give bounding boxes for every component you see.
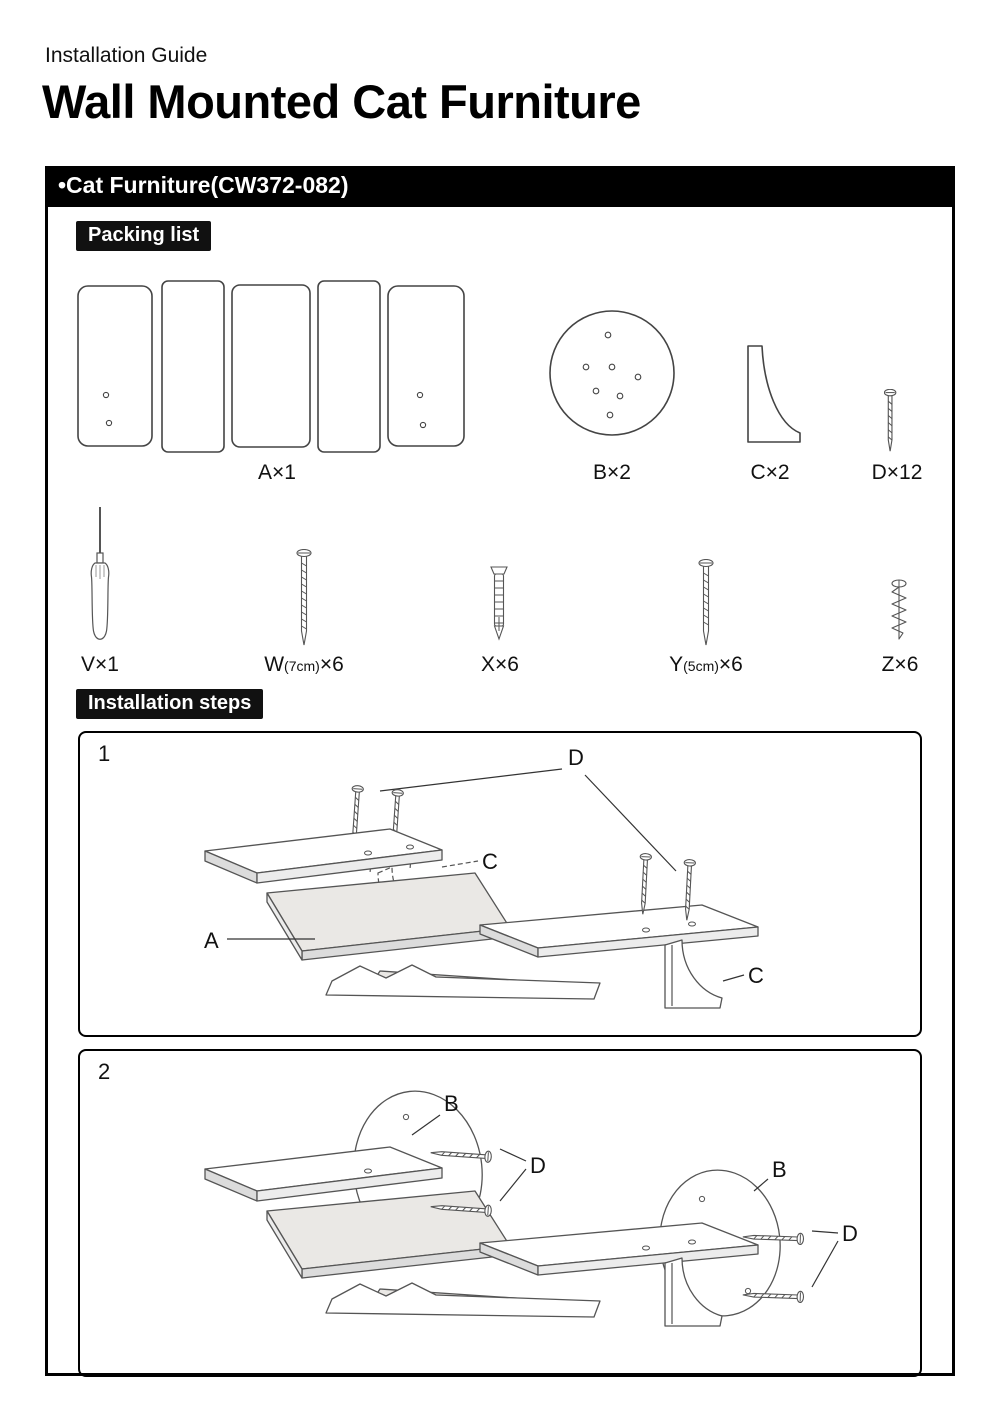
step2-label-b-right: B: [772, 1157, 787, 1182]
step-1-diagram: D C A C: [204, 745, 764, 1009]
part-label-y: Y(5cm)×6: [638, 653, 774, 677]
product-bar-text: •Cat Furniture(CW372-082): [58, 172, 349, 198]
installation-steps-label: Installation steps: [76, 689, 264, 719]
step2-label-d-right: D: [842, 1221, 858, 1246]
part-label-y-size: (5cm): [683, 658, 719, 674]
step-1-box: 1: [78, 731, 922, 1037]
part-label-z: Z×6: [881, 653, 919, 676]
part-label-w: W(7cm)×6: [236, 653, 372, 677]
part-label-a: A×1: [258, 461, 296, 484]
wall-anchor-icon: [490, 566, 508, 641]
step2-label-b-left: B: [444, 1091, 459, 1116]
part-label-c: C×2: [750, 461, 790, 484]
part-label-d: D×12: [871, 461, 923, 484]
step-1-number: 1: [98, 741, 111, 766]
corner-bracket-icon: [747, 345, 801, 443]
page-title: Wall Mounted Cat Furniture: [42, 75, 641, 128]
part-label-x: X×6: [481, 653, 519, 676]
panel-set-icon: [77, 280, 465, 453]
part-label-b: B×2: [593, 461, 631, 484]
step1-label-c-hidden: C: [482, 849, 498, 874]
screwdriver-icon: [90, 507, 110, 640]
screw-icon: [636, 852, 653, 916]
part-label-w-size: (7cm): [284, 658, 320, 674]
packing-list-label: Packing list: [76, 221, 212, 251]
screw-d-icon: [884, 389, 897, 452]
short-screw-icon: [891, 579, 907, 640]
content-box: Packing list A×1 B×2 C×2: [45, 204, 955, 1377]
part-label-w-letter: W: [264, 653, 285, 676]
doc-type-label: Installation Guide: [45, 44, 208, 67]
step-2-diagram: B D B D: [204, 1090, 858, 1327]
product-bar: •Cat Furniture(CW372-082): [45, 166, 955, 204]
step-2-box: 2: [78, 1049, 922, 1377]
part-label-y-qty: ×6: [718, 653, 743, 676]
step1-label-a: A: [204, 928, 219, 953]
wood-screw-icon: [698, 559, 714, 646]
step1-label-d: D: [568, 745, 584, 770]
part-label-v: V×1: [81, 653, 119, 676]
step2-label-d-left: D: [530, 1153, 546, 1178]
part-label-w-qty: ×6: [319, 653, 344, 676]
long-screw-icon: [296, 549, 312, 646]
step1-label-c-bracket: C: [748, 963, 764, 988]
part-label-y-letter: Y: [669, 653, 684, 676]
step-2-number: 2: [98, 1059, 111, 1084]
round-platform-icon: [549, 310, 675, 436]
